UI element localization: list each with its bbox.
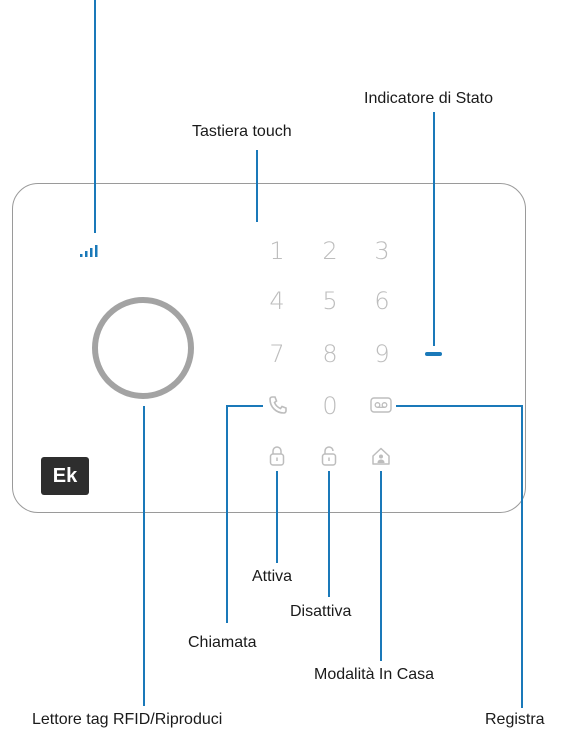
- phone-icon[interactable]: [267, 394, 289, 416]
- leader-line-home-mode: [380, 471, 382, 661]
- label-status-indicator: Indicatore di Stato: [364, 90, 493, 107]
- leader-line-record-v: [521, 405, 523, 708]
- key-6[interactable]: 6: [374, 287, 390, 315]
- status-indicator-led: [425, 352, 442, 356]
- key-3[interactable]: 3: [374, 237, 390, 265]
- signal-icon: [80, 245, 98, 257]
- leader-line-rfid: [143, 406, 145, 706]
- label-call: Chiamata: [188, 634, 257, 651]
- voicemail-icon[interactable]: [370, 396, 392, 414]
- key-9[interactable]: 9: [374, 340, 390, 368]
- key-4[interactable]: 4: [269, 287, 285, 315]
- leader-line-call-v: [226, 405, 228, 623]
- leader-line-touch-keyboard: [256, 150, 258, 222]
- label-touch-keyboard: Tastiera touch: [192, 123, 292, 140]
- key-5[interactable]: 5: [322, 287, 338, 315]
- lock-closed-icon[interactable]: [268, 445, 286, 467]
- label-home-mode: Modalità In Casa: [314, 666, 435, 683]
- key-8[interactable]: 8: [322, 340, 338, 368]
- rfid-reader-ring[interactable]: [92, 297, 194, 399]
- leader-line-arm: [276, 471, 278, 563]
- key-2[interactable]: 2: [322, 237, 338, 265]
- ek-logo: Ek: [41, 457, 89, 495]
- lock-open-icon[interactable]: [320, 445, 338, 467]
- key-0[interactable]: 0: [322, 392, 338, 420]
- key-7[interactable]: 7: [269, 340, 285, 368]
- leader-line-call-h: [226, 405, 263, 407]
- leader-line-status: [433, 112, 435, 346]
- label-record: Registra: [485, 711, 545, 728]
- leader-line-record-h: [396, 405, 523, 407]
- label-disarm: Disattiva: [290, 603, 352, 620]
- key-1[interactable]: 1: [269, 237, 285, 265]
- label-rfid-reader: Lettore tag RFID/Riproduci: [32, 711, 223, 728]
- label-arm: Attiva: [252, 568, 293, 585]
- home-user-icon[interactable]: [371, 446, 391, 466]
- leader-line-signal: [94, 0, 96, 233]
- leader-line-disarm: [328, 471, 330, 597]
